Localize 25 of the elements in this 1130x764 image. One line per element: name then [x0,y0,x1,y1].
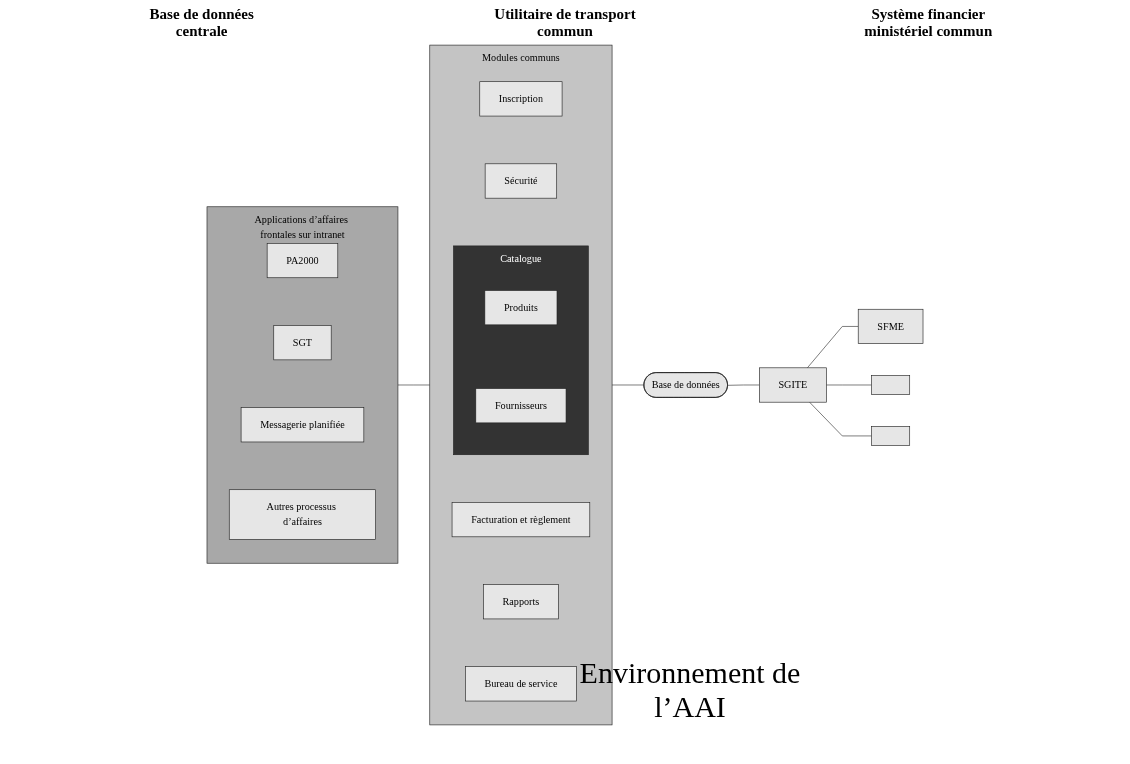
node-box: Rapports [483,584,559,620]
node-box: Produits [484,290,558,326]
node-box: Inscription [479,81,563,117]
node-box: Messagerie planifiée [240,407,365,443]
node-box: Autres processus d’affaires [228,489,376,540]
connector [826,384,872,386]
connector [809,401,872,437]
column-heading: Utilitaire de transport commun [493,6,637,40]
column-heading: Système financier ministériel commun [863,6,994,40]
column-heading: Base de données centrale [148,6,255,40]
node-box: PA2000 [266,243,339,279]
node-box: SGT [273,325,332,361]
connector [397,384,431,386]
node-box: Fournisseurs [475,388,567,424]
node-box: Sécurité [484,163,558,199]
node-box: SGITE [759,367,827,403]
environment-label: Environnement de l’AAI [579,656,801,723]
node-box [871,426,911,446]
connector [807,326,859,369]
connector [611,384,645,386]
node-box: Facturation et règlement [451,502,591,538]
node-box [871,375,911,395]
node-box: SFME [857,308,924,344]
node-box: Bureau de service [465,666,577,702]
connector [727,384,760,386]
